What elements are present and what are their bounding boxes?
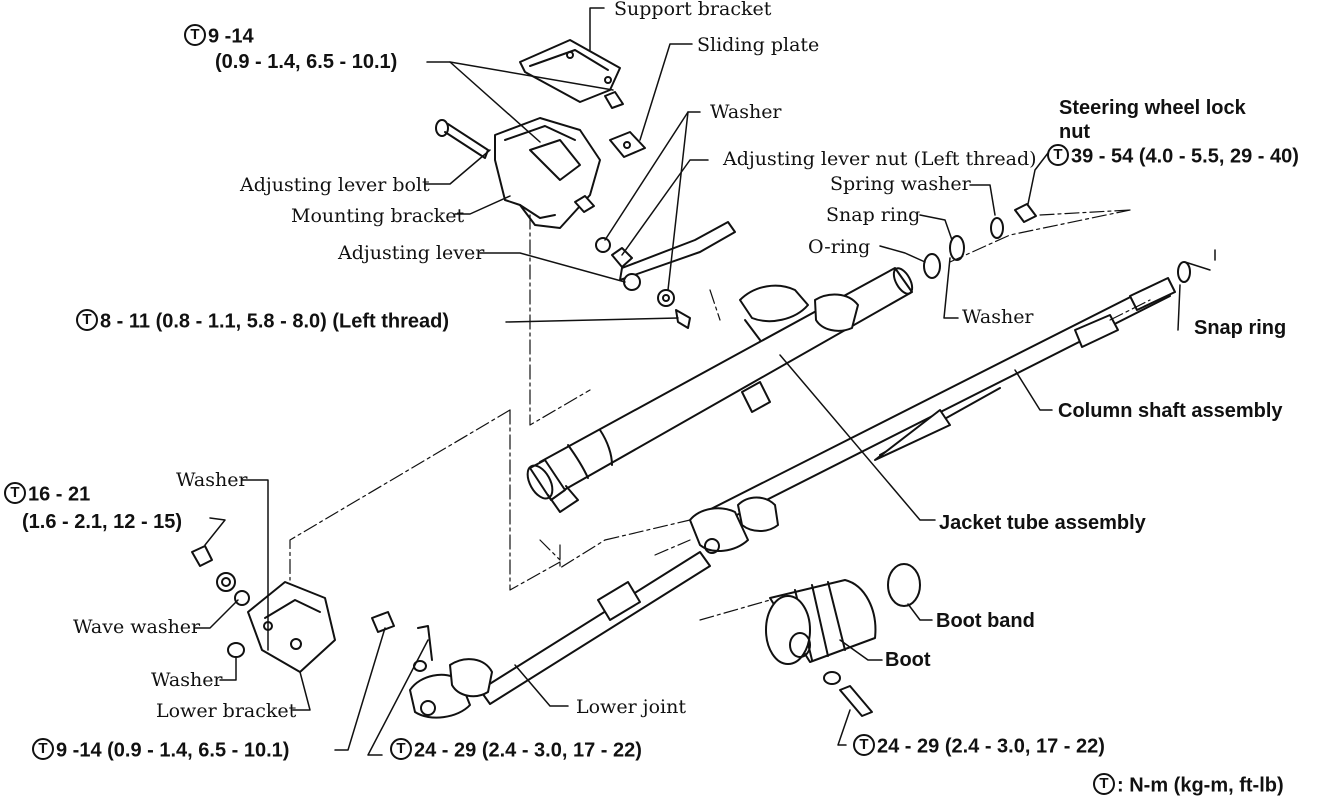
washer-mid-label: Washer — [962, 306, 1034, 328]
torque-symbol-icon: T — [184, 24, 206, 46]
torque-symbol-icon: T — [4, 482, 26, 504]
steering-lock-nut — [1014, 203, 1037, 223]
torque-top-values: (0.9 - 1.4, 6.5 - 10.1) — [215, 51, 398, 73]
boot-band-label: Boot band — [936, 610, 1035, 632]
snap-ring-right-label: Snap ring — [1194, 317, 1287, 339]
torque-left-values: (1.6 - 2.1, 12 - 15) — [22, 511, 183, 533]
washer-lower-label: Washer — [151, 669, 223, 691]
leader-lines — [194, 7, 1216, 756]
column-shaft-label: Column shaft assembly — [1058, 400, 1283, 422]
lower-bracket-label: Lower bracket — [156, 700, 297, 722]
washer-left-label: Washer — [176, 469, 248, 491]
adjusting-lever — [619, 221, 736, 291]
column-shaft-assembly — [689, 277, 1176, 554]
sliding-plate — [609, 131, 646, 158]
steering-lock-nut-label-2: nut — [1059, 121, 1091, 143]
boot-band — [887, 563, 921, 607]
mounting-bracket — [494, 117, 601, 229]
steering-lock-nut-label: Steering wheel lock — [1059, 97, 1246, 119]
support-bracket — [519, 39, 621, 103]
torque-symbol-icon: T — [76, 309, 98, 331]
right-snap-ring — [1177, 261, 1191, 283]
sliding-plate-label: Sliding plate — [697, 34, 820, 56]
jacket-tube-label: Jacket tube assembly — [939, 512, 1146, 534]
lower-joint-label: Lower joint — [576, 696, 686, 718]
lower-bracket — [247, 581, 336, 673]
adjusting-lever-bolt-label: Adjusting lever bolt — [240, 174, 430, 196]
lower-joint — [409, 551, 711, 719]
mounting-bracket-label: Mounting bracket — [291, 205, 465, 227]
torque-symbol-icon: T — [853, 734, 875, 756]
o-ring-label: O-ring — [808, 236, 871, 258]
boot — [765, 579, 877, 665]
wave-washer-label: Wave washer — [73, 616, 201, 638]
upper-snap-ring — [949, 235, 965, 261]
adjusting-lever-nut-label: Adjusting lever nut (Left thread) — [723, 148, 1037, 170]
o-ring — [923, 253, 941, 279]
adjusting-lever-label: Adjusting lever — [338, 242, 485, 264]
support-bracket-label: Support bracket — [614, 0, 772, 20]
snap-ring-upper-label: Snap ring — [826, 204, 921, 226]
adjusting-lever-bolt — [435, 119, 489, 159]
spring-washer-label: Spring washer — [830, 173, 971, 195]
torque-symbol-icon: T — [1093, 773, 1115, 795]
torque-symbol-icon: T — [390, 738, 412, 760]
jacket-tube-assembly — [526, 267, 914, 513]
washer-top-label: Washer — [710, 101, 782, 123]
alignment-lines — [289, 209, 1151, 621]
torque-symbol-icon: T — [1047, 144, 1069, 166]
torque-legend: T: N-m (kg-m, ft-lb) — [1093, 773, 1284, 797]
torque-symbol-icon: T — [32, 738, 54, 760]
spring-washer — [990, 217, 1004, 239]
boot-label: Boot — [885, 649, 931, 671]
small-parts — [191, 91, 1191, 717]
